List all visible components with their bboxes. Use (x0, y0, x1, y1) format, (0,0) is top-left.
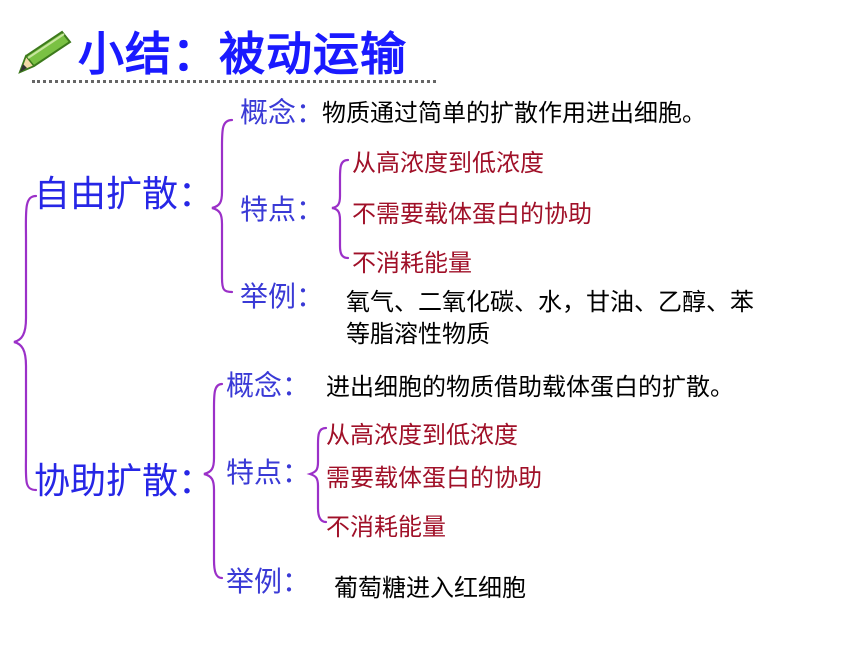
facilitated-example-text: 葡萄糖进入红细胞 (334, 574, 526, 602)
brace-free-features (331, 158, 350, 260)
free-concept-text: 物质通过简单的扩散作用进出细胞。 (322, 99, 706, 127)
free-example-label: 举例： (240, 280, 325, 313)
facilitated-feature-item: 不消耗能量 (326, 513, 446, 541)
facilitated-feature-label: 特点： (226, 456, 311, 489)
facilitated-example-label: 举例： (226, 565, 311, 598)
free-concept-label: 概念： (240, 96, 325, 129)
brace-facilitated (203, 382, 224, 580)
facilitated-feature-item: 需要载体蛋白的协助 (326, 464, 542, 492)
facilitated-concept-label: 概念： (226, 369, 311, 402)
brace-facilitated-features (306, 426, 328, 524)
free-example-text: 氧气、二氧化碳、水，甘油、乙醇、苯 (346, 288, 754, 316)
facilitated-diffusion-heading: 协助扩散： (34, 461, 215, 502)
brace-main (13, 194, 38, 492)
title-underline (32, 80, 436, 83)
facilitated-feature-item: 从高浓度到低浓度 (326, 421, 518, 449)
brace-free (211, 118, 234, 294)
free-feature-label: 特点： (240, 193, 325, 226)
free-feature-item: 不消耗能量 (352, 249, 472, 277)
free-diffusion-heading: 自由扩散： (34, 174, 215, 215)
page-title: 小结：被动运输 (78, 27, 407, 81)
facilitated-concept-text: 进出细胞的物质借助载体蛋白的扩散。 (326, 373, 734, 401)
pencil-icon (18, 30, 72, 74)
free-feature-item: 从高浓度到低浓度 (352, 149, 544, 177)
free-feature-item: 不需要载体蛋白的协助 (352, 200, 592, 228)
free-example-text-cont: 等脂溶性物质 (346, 320, 490, 348)
